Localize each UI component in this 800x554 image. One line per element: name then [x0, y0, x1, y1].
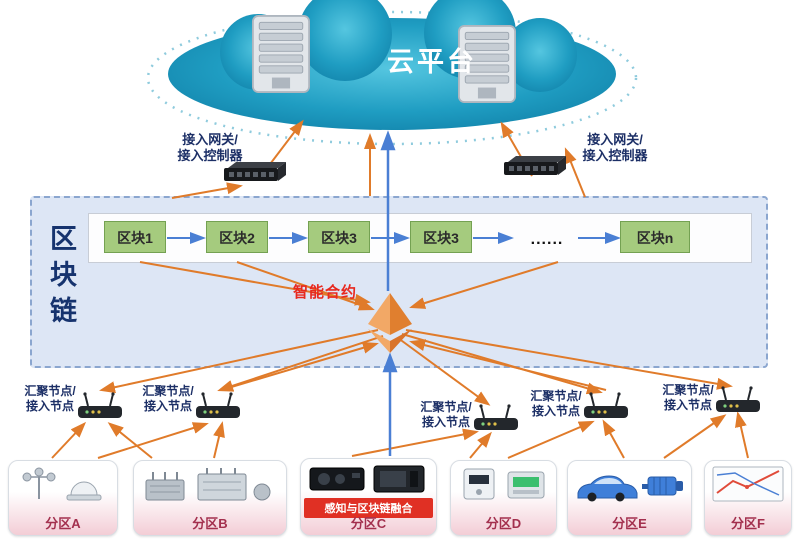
partition-a: 分区A [8, 460, 118, 536]
network-switch-icon [224, 162, 286, 181]
gateway-label-line1: 接入网关/ [182, 132, 238, 147]
blockchain-title: 区块链 [46, 224, 76, 332]
agg-node-label-5: 汇聚节点/ 接入节点 [656, 383, 720, 413]
cloud-server-icon [252, 15, 310, 93]
partition-label: 分区D [485, 516, 522, 531]
wifi-router-icon [584, 392, 628, 419]
agg-node-label-2: 汇聚节点/ 接入节点 [136, 384, 200, 414]
partition-c: 感知与区块链融合 分区C [300, 458, 437, 536]
block-4: 区块3 [410, 221, 472, 253]
partition-f: 分区F [704, 460, 792, 536]
partition-e: 分区E [567, 460, 692, 536]
partition-d: 分区D [450, 460, 557, 536]
gateway-label-left: 接入网关/ 接入控制器 [158, 132, 262, 164]
electric-car-and-motor-icon [577, 475, 683, 502]
block-n: 区块n [620, 221, 690, 253]
wifi-router-icon [78, 392, 122, 419]
partition-label: 分区B [192, 516, 228, 531]
fusion-banner: 感知与区块链融合 [304, 498, 433, 518]
partition-label: 分区A [45, 516, 81, 531]
smart-contract-label: 智能合约 [293, 284, 358, 301]
agg-node-label-3: 汇聚节点/ 接入节点 [414, 400, 478, 430]
wifi-router-icon [716, 386, 760, 413]
cloud-platform-title: 云平台 [387, 47, 477, 77]
agg-label-line1: 汇聚节点/ [420, 400, 472, 414]
agg-label-line1: 汇聚节点/ [530, 389, 582, 403]
smart-meter-icons [463, 468, 544, 500]
wifi-router-icon [196, 392, 240, 419]
partition-label: 分区E [612, 516, 647, 531]
ethereum-icon [368, 293, 412, 353]
partition-label: 分区C [350, 516, 387, 531]
agg-label-line2: 接入节点 [531, 404, 580, 418]
block-2: 区块2 [206, 221, 268, 253]
agg-label-line1: 汇聚节点/ [142, 384, 194, 398]
gateway-label-line2: 接入控制器 [177, 148, 243, 163]
block-ellipsis: ...... [530, 231, 564, 248]
network-switch-icon [504, 156, 566, 175]
partition-b: 分区B [133, 460, 287, 536]
block-1: 区块1 [104, 221, 166, 253]
anemometer-and-dome-sensor-icon [22, 467, 102, 501]
gateway-label-right: 接入网关/ 接入控制器 [563, 132, 667, 164]
agg-label-line2: 接入节点 [663, 398, 712, 412]
gateway-label-line2: 接入控制器 [582, 148, 648, 163]
agg-label-line1: 汇聚节点/ [24, 384, 76, 398]
agg-label-line2: 接入节点 [25, 399, 74, 413]
block-3: 区块3 [308, 221, 370, 253]
camera-and-controller-icon [309, 465, 424, 493]
cloud-platform-shape [146, 0, 638, 146]
wifi-router-icon [474, 404, 518, 431]
transformer-icons [145, 468, 271, 501]
agg-label-line1: 汇聚节点/ [662, 383, 714, 397]
gateway-label-line1: 接入网关/ [587, 132, 643, 147]
agg-node-label-1: 汇聚节点/ 接入节点 [18, 384, 82, 414]
agg-label-line2: 接入节点 [421, 415, 470, 429]
partition-label: 分区F [731, 516, 765, 531]
map-icon [712, 466, 784, 502]
agg-node-label-4: 汇聚节点/ 接入节点 [524, 389, 588, 419]
agg-label-line2: 接入节点 [143, 399, 192, 413]
